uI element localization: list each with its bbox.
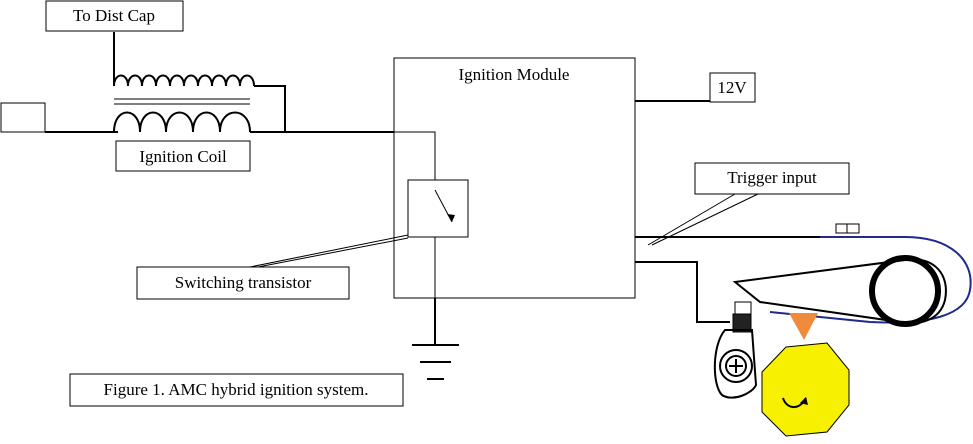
- reluctor-wheel: [761, 342, 850, 437]
- reluctor-pointer: [789, 313, 818, 340]
- transistor-pointer-2: [257, 237, 409, 268]
- transistor-label-box: [136, 266, 350, 300]
- trigger-label: Trigger input: [727, 168, 817, 187]
- transistor-arrow: [447, 214, 455, 222]
- supply-label-box: [709, 72, 756, 103]
- coil-label: Ignition Coil: [139, 147, 227, 166]
- transistor-box: [407, 179, 469, 238]
- secondary-lead-right: [254, 85, 286, 132]
- transistor-pointer-1: [249, 234, 409, 268]
- module-label: Ignition Module: [459, 65, 570, 84]
- adjustment-bracket: [713, 329, 758, 399]
- dist-cap-label: To Dist Cap: [73, 6, 155, 25]
- transistor-label: Switching transistor: [175, 273, 312, 292]
- supply-label: 12V: [717, 78, 747, 97]
- pickup-pivot-outer: [869, 255, 941, 327]
- pickup-coil-stack: [732, 313, 752, 333]
- coil-primary-winding: [113, 111, 251, 133]
- input-terminal-box: [0, 102, 46, 133]
- trigger-label-box: [694, 162, 850, 195]
- rotation-arrowhead: [800, 397, 808, 405]
- pickup-arm: [732, 258, 947, 325]
- caption: Figure 1. AMC hybrid ignition system.: [104, 380, 369, 399]
- pickup-wire: [635, 261, 730, 323]
- dist-cap-label-box: [45, 0, 184, 32]
- coil-label-box: [115, 140, 251, 172]
- coil-secondary-winding: [113, 74, 255, 87]
- internal-wire: [394, 131, 436, 180]
- pickup-tip: [734, 301, 752, 315]
- caption-box: [69, 373, 404, 407]
- ignition-module-box: [393, 57, 636, 299]
